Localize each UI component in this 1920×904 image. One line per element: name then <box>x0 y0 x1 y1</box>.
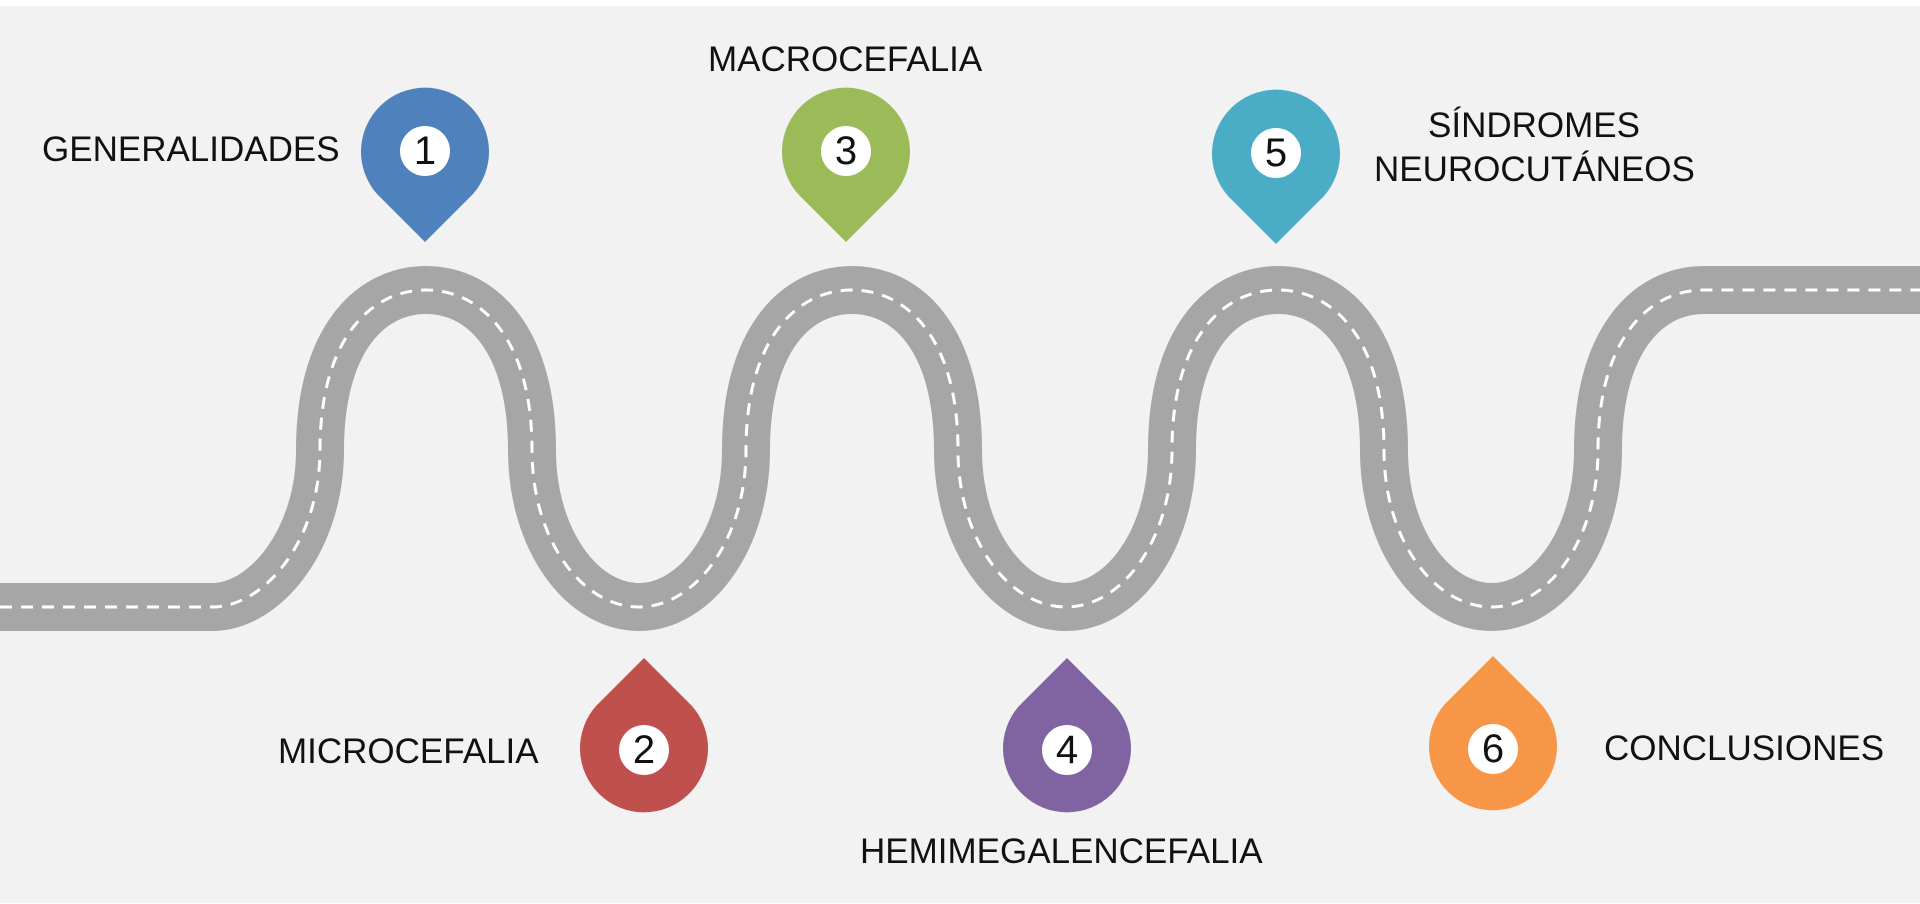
step-3-label: MACROCEFALIA <box>708 38 982 82</box>
step-2-label: MICROCEFALIA <box>278 730 539 774</box>
pin-step-3: 3 <box>782 88 910 242</box>
step-5-label: SÍNDROMES NEUROCUTÁNEOS <box>1374 104 1694 192</box>
step-4-number: 4 <box>1056 728 1078 772</box>
step-2-number: 2 <box>633 728 655 772</box>
step-6-number: 6 <box>1482 727 1504 771</box>
pin-step-2: 2 <box>580 658 708 812</box>
step-4-label: HEMIMEGALENCEFALIA <box>860 830 1263 874</box>
step-1-number: 1 <box>414 129 436 173</box>
winding-road <box>0 290 1920 607</box>
step-6-label: CONCLUSIONES <box>1604 727 1884 771</box>
pin-step-6: 6 <box>1429 656 1557 810</box>
pin-step-1: 1 <box>361 88 489 242</box>
step-1-label: GENERALIDADES <box>42 128 340 172</box>
pin-step-5: 5 <box>1212 90 1340 244</box>
pin-step-4: 4 <box>1003 658 1131 812</box>
step-5-label-line-2: NEUROCUTÁNEOS <box>1374 148 1694 192</box>
step-5-label-line-1: SÍNDROMES <box>1374 104 1694 148</box>
step-5-number: 5 <box>1265 131 1287 175</box>
step-3-number: 3 <box>835 129 857 173</box>
